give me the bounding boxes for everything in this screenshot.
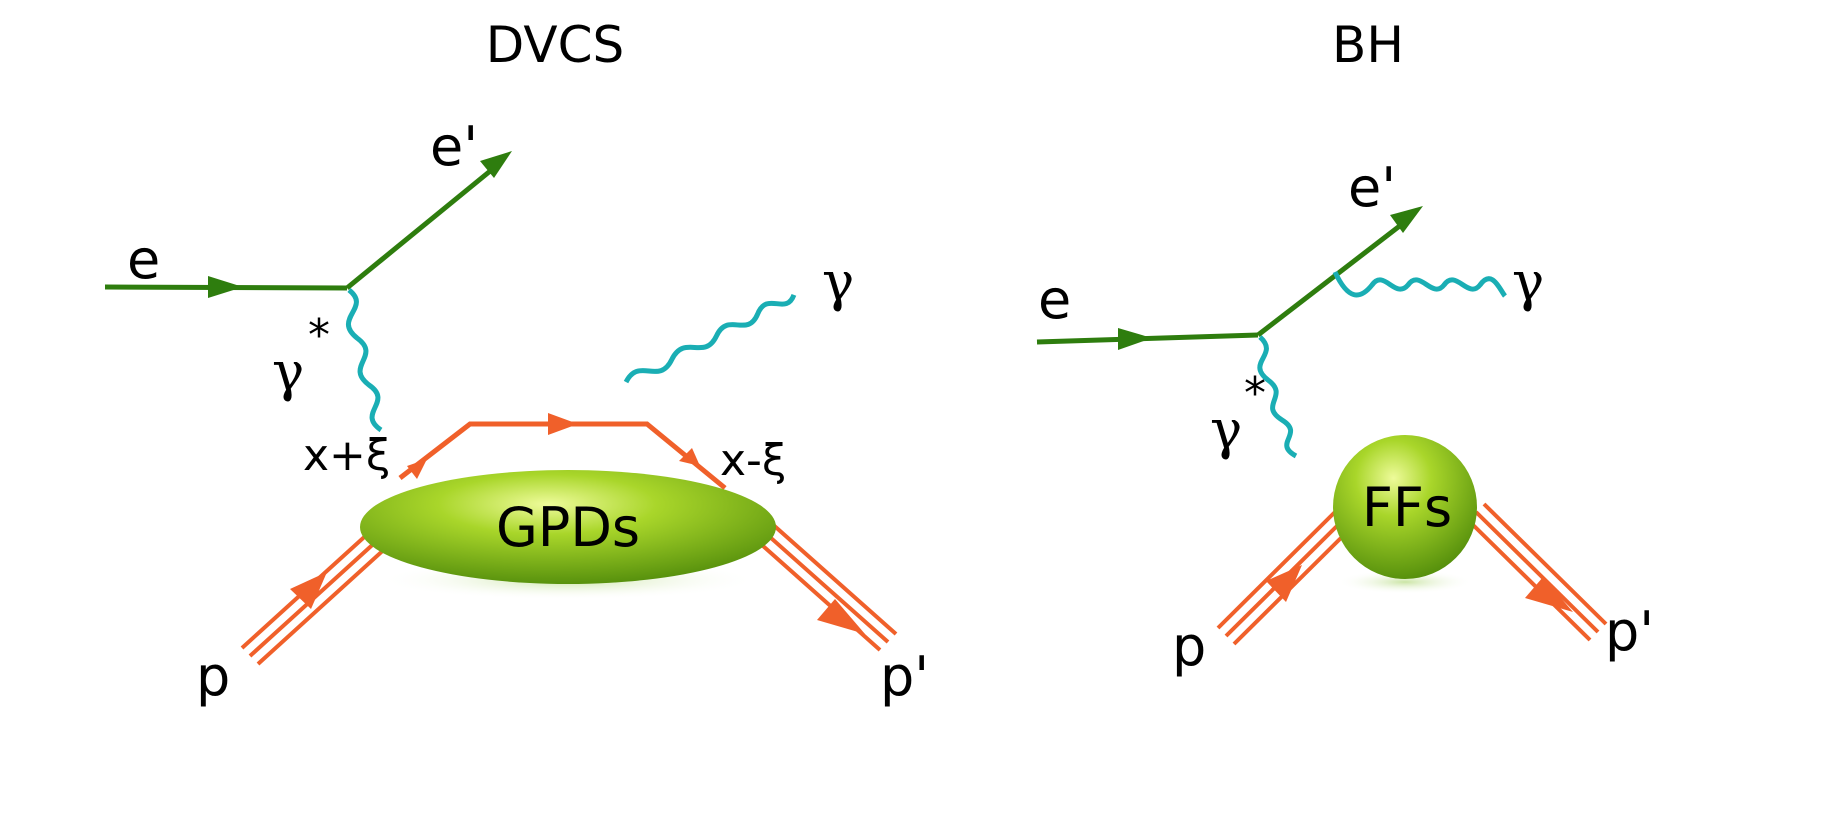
dvcs-title: DVCS — [486, 16, 624, 74]
gpds-label: GPDs — [496, 496, 640, 559]
dvcs-label-x-plus-xi: x+ξ — [303, 430, 390, 481]
bh-label-p-prime: p' — [1605, 600, 1654, 663]
dvcs-label-p-prime: p' — [880, 645, 929, 708]
dvcs-incoming-electron-arrow — [208, 276, 243, 298]
bh-label-gamma-star: γ — [1210, 398, 1242, 461]
bh-label-p: p — [1172, 615, 1206, 678]
dvcs-quark-lines — [398, 413, 727, 490]
dvcs-real-photon — [623, 293, 797, 384]
bh-real-photon — [1332, 270, 1508, 298]
dvcs-outgoing-electron — [345, 161, 502, 290]
bh-label-e-prime: e' — [1348, 156, 1396, 219]
gpds-blob — [360, 470, 776, 584]
dvcs-diagram: DVCS e e' γ * γ x+ξ x-ξ — [104, 16, 929, 708]
ffs-label: FFs — [1362, 476, 1452, 539]
bh-incoming-electron-arrow — [1118, 328, 1152, 350]
dvcs-label-x-minus-xi: x-ξ — [720, 435, 786, 486]
dvcs-label-gamma: γ — [822, 250, 854, 313]
dvcs-label-e-prime: e' — [430, 115, 478, 178]
dvcs-electron-lines — [104, 151, 512, 298]
bh-virtual-photon — [1257, 335, 1298, 459]
dvcs-quark-arrow-top — [548, 413, 578, 435]
bh-blob-shadow — [1337, 570, 1473, 594]
dvcs-quark-arrow-in — [407, 459, 427, 479]
dvcs-label-gamma-star: γ — [272, 340, 304, 403]
bh-outgoing-electron-arrow — [1390, 206, 1423, 233]
bh-title: BH — [1332, 16, 1404, 74]
bh-outgoing-electron — [1256, 216, 1412, 337]
dvcs-virtual-photon — [345, 288, 383, 433]
bh-incoming-proton — [1216, 510, 1353, 646]
dvcs-label-star: * — [308, 310, 330, 361]
bh-label-star: * — [1244, 368, 1266, 419]
bh-electron-lines — [1036, 206, 1423, 350]
dvcs-outgoing-electron-arrow — [480, 151, 512, 178]
dvcs-quark-arrow-out — [679, 448, 700, 466]
ffs-blob — [1333, 435, 1477, 579]
bh-label-gamma: γ — [1512, 250, 1544, 313]
dvcs-label-p: p — [196, 645, 230, 708]
dvcs-label-e: e — [127, 228, 160, 291]
dvcs-incoming-proton — [240, 528, 390, 666]
dvcs-outgoing-proton — [743, 512, 898, 652]
bh-outgoing-proton — [1466, 502, 1608, 642]
bh-label-e: e — [1038, 268, 1071, 331]
bh-diagram: BH e e' γ γ * p p' — [1036, 16, 1654, 678]
